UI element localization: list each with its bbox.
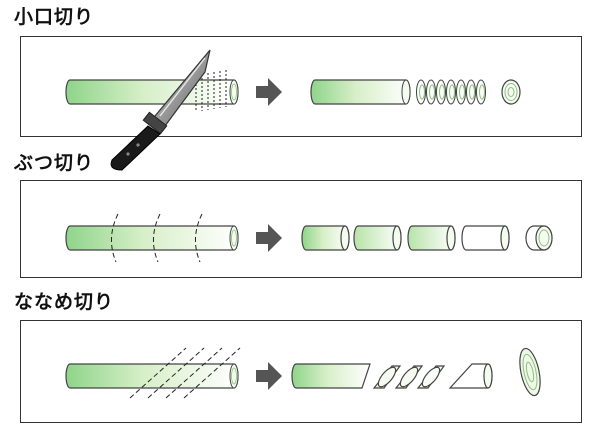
- naname-long-leek: [291, 363, 371, 389]
- butsu-cut-lines: [111, 213, 203, 263]
- koguchi-slice-face: [501, 79, 521, 105]
- section-title-butsu: ぶつ切り: [14, 152, 95, 174]
- naname-whole-leek: [65, 363, 239, 389]
- section-title-naname: ななめ切り: [14, 291, 115, 313]
- butsu-whole-leek: [65, 225, 239, 251]
- koguchi-slices: [416, 79, 486, 105]
- naname-cut-lines: [129, 347, 241, 399]
- right-arrow-icon: [256, 224, 282, 252]
- butsu-pieces: [301, 225, 510, 251]
- naname-slice-face: [519, 347, 541, 397]
- right-arrow-icon: [256, 362, 282, 390]
- naname-slices: [372, 363, 493, 389]
- right-arrow-icon: [256, 78, 282, 106]
- koguchi-whole-leek: [65, 79, 239, 105]
- koguchi-short-leek: [310, 79, 411, 105]
- kitchen-knife-icon: [110, 49, 211, 171]
- butsu-piece-end: [525, 225, 553, 251]
- section-title-koguchi: 小口切り: [14, 6, 95, 28]
